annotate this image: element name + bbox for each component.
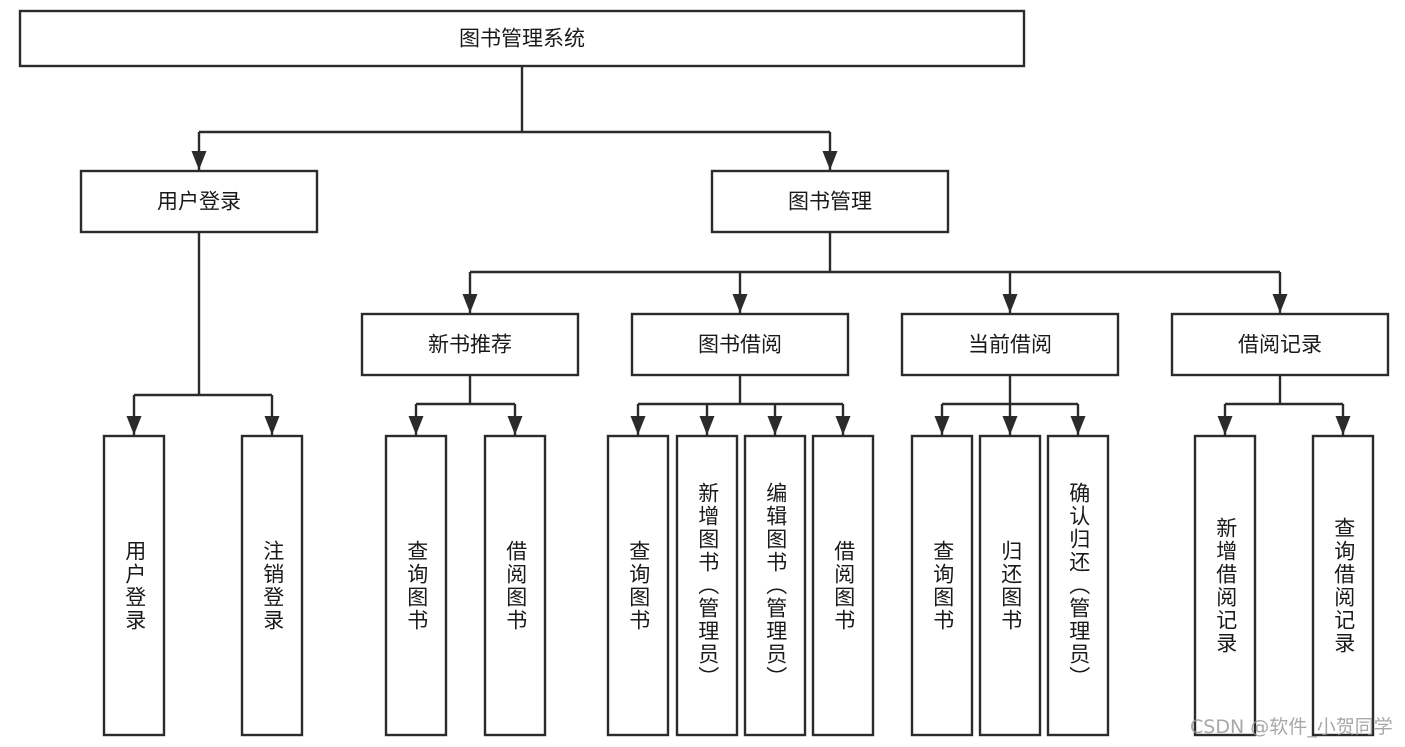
node-leaf-box-4[interactable] (606, 434, 670, 737)
connector-lines (126, 66, 1351, 435)
csdn-watermark: CSDN @软件_小贺同学 (1190, 716, 1393, 738)
node-leaf-box-11[interactable] (1193, 434, 1257, 737)
arrow-head-icon (767, 416, 783, 435)
arrow-head-icon (191, 151, 207, 170)
arrow-head-icon (835, 416, 851, 435)
arrow-head-icon (462, 294, 478, 313)
node-leaf-box-1[interactable] (240, 434, 304, 737)
node-level3-label-1: 图书借阅 (698, 333, 782, 357)
arrow-head-icon (1335, 416, 1351, 435)
node-leaf-box-3[interactable] (483, 434, 547, 737)
node-level3-box-0[interactable] (360, 312, 580, 377)
node-level2-box-1[interactable] (710, 169, 950, 234)
arrow-head-icon (408, 416, 424, 435)
node-level3-box-1[interactable] (630, 312, 850, 377)
arrow-head-icon (507, 416, 523, 435)
node-leaf-box-0[interactable] (102, 434, 166, 737)
arrow-head-icon (1002, 416, 1018, 435)
node-level3-box-3[interactable] (1170, 312, 1390, 377)
arrow-head-icon (934, 416, 950, 435)
node-leaf-box-2[interactable] (384, 434, 448, 737)
arrow-head-icon (699, 416, 715, 435)
node-leaf-box-5[interactable] (675, 434, 739, 737)
arrow-head-icon (822, 151, 838, 170)
node-leaf-box-7[interactable] (811, 434, 875, 737)
node-level3-label-3: 借阅记录 (1238, 333, 1322, 357)
node-level3-label-0: 新书推荐 (428, 333, 512, 357)
node-leaf-box-12[interactable] (1311, 434, 1375, 737)
arrow-head-icon (264, 416, 280, 435)
arrow-head-icon (1217, 416, 1233, 435)
node-leaf-box-8[interactable] (910, 434, 974, 737)
arrow-head-icon (126, 416, 142, 435)
node-level3-label-2: 当前借阅 (968, 333, 1052, 357)
node-level2-label-1: 图书管理 (788, 190, 872, 214)
arrow-head-icon (1002, 294, 1018, 313)
arrow-head-icon (732, 294, 748, 313)
node-level2-box-0[interactable] (79, 169, 319, 234)
node-root-label: 图书管理系统 (459, 27, 585, 51)
node-level2-label-0: 用户登录 (157, 190, 241, 214)
arrow-head-icon (630, 416, 646, 435)
node-level3-box-2[interactable] (900, 312, 1120, 377)
arrow-head-icon (1272, 294, 1288, 313)
node-leaf-box-10[interactable] (1046, 434, 1110, 737)
node-root-box[interactable] (18, 9, 1026, 68)
arrow-head-icon (1070, 416, 1086, 435)
node-leaf-box-9[interactable] (978, 434, 1042, 737)
node-boxes (18, 9, 1390, 737)
node-leaf-box-6[interactable] (743, 434, 807, 737)
